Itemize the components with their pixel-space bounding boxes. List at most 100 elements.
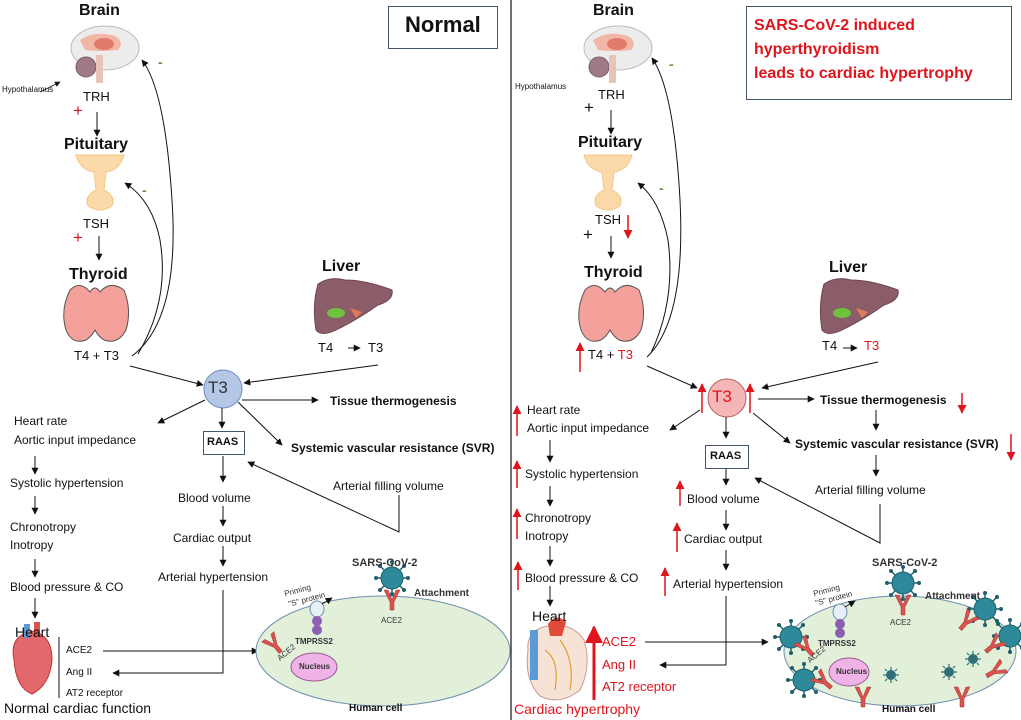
tsh-stimulation-sign: + bbox=[73, 228, 83, 247]
t4-text: T4 + bbox=[74, 348, 101, 363]
cardiac-output-label: Cardiac output bbox=[173, 531, 252, 545]
brain-illustration-covid bbox=[583, 25, 653, 83]
human-cell-label-covid: Human cell bbox=[882, 704, 936, 715]
nucleus-covid bbox=[828, 657, 870, 687]
heart-rate-label: Heart rate bbox=[14, 414, 68, 428]
cardiac-output-label-covid: Cardiac output bbox=[684, 532, 763, 546]
liver-t4-label-covid: T4 bbox=[822, 338, 838, 353]
t3-text: T3 bbox=[103, 348, 119, 363]
t4-text-covid: T4 + bbox=[588, 347, 615, 362]
human-cell-label: Human cell bbox=[349, 703, 403, 714]
covid-title: SARS-CoV-2 induced hyperthyroidism leads… bbox=[754, 14, 973, 86]
normal-outcome-label: Normal cardiac function bbox=[4, 700, 152, 716]
brain-feedback-negative: - bbox=[158, 54, 163, 70]
tissue-thermogenesis-label-covid: Tissue thermogenesis bbox=[820, 393, 947, 407]
nucleus-label: Nucleus bbox=[299, 662, 331, 671]
tsh-label-covid: TSH bbox=[595, 212, 621, 227]
at2-label-covid: AT2 receptor bbox=[602, 679, 677, 694]
heart-label-covid: Heart bbox=[532, 608, 567, 624]
blood-volume-label: Blood volume bbox=[178, 491, 251, 505]
blood-volume-label-covid: Blood volume bbox=[687, 492, 760, 506]
nucleus-label-covid: Nucleus bbox=[836, 667, 868, 676]
thyroid-output-label-covid: T4 + T3 bbox=[588, 347, 633, 362]
ang2-label: Ang II bbox=[66, 667, 93, 678]
thyroid-illustration bbox=[63, 285, 130, 342]
pituitary-label: Pituitary bbox=[64, 136, 129, 153]
covid-title-line-3: leads to cardiac hypertrophy bbox=[754, 65, 973, 82]
brain-label: Brain bbox=[79, 2, 120, 19]
t3-node-covid bbox=[707, 378, 747, 418]
heart-label: Heart bbox=[15, 624, 50, 640]
trh-stimulation-sign-covid: + bbox=[584, 98, 594, 117]
thyroid-label-covid: Thyroid bbox=[584, 264, 643, 281]
normal-panel-graphics bbox=[12, 25, 511, 707]
tmprss2-label: TMPRSS2 bbox=[295, 637, 333, 646]
brain-feedback-negative-covid: - bbox=[669, 56, 674, 72]
tmprss2-label-covid: TMPRSS2 bbox=[818, 639, 856, 648]
liver-t3-label: T3 bbox=[368, 340, 384, 355]
liver-illustration bbox=[313, 278, 393, 334]
ang2-label-covid: Ang II bbox=[602, 657, 636, 672]
covid-panel-graphics bbox=[512, 25, 1021, 708]
tsh-stimulation-sign-covid: + bbox=[583, 225, 593, 244]
thyroid-output-label: T4 + T3 bbox=[74, 348, 119, 363]
inotropy-label-covid: Inotropy bbox=[525, 529, 569, 543]
attachment-label-covid: Attachment bbox=[925, 591, 981, 602]
brain-illustration bbox=[70, 25, 140, 83]
ace2-top-label: ACE2 bbox=[381, 616, 402, 625]
covid-title-box bbox=[746, 6, 1012, 100]
ace2-top-label-covid: ACE2 bbox=[890, 618, 911, 627]
trh-label-covid: TRH bbox=[598, 87, 625, 102]
heart-illustration-covid bbox=[526, 617, 588, 701]
virus-label: SARS-CoV-2 bbox=[352, 557, 418, 569]
svr-label-covid: Systemic vascular resistance (SVR) bbox=[795, 437, 999, 451]
raas-label-covid: RAAS bbox=[710, 450, 742, 462]
chronotropy-label: Chronotropy bbox=[10, 520, 77, 534]
raas-label: RAAS bbox=[207, 436, 239, 448]
pituitary-label-covid: Pituitary bbox=[578, 134, 643, 151]
systolic-hypertension-label: Systolic hypertension bbox=[10, 476, 124, 490]
hypothalamus-label: Hypothalamus bbox=[2, 85, 54, 94]
liver-label-covid: Liver bbox=[829, 259, 868, 276]
t3-node-label: T3 bbox=[208, 378, 228, 397]
pituitary-illustration bbox=[75, 154, 125, 211]
normal-title: Normal bbox=[405, 12, 481, 37]
arterial-hypertension-label: Arterial hypertension bbox=[158, 570, 269, 584]
thyroid-illustration-covid bbox=[578, 285, 645, 342]
chronotropy-label-covid: Chronotropy bbox=[525, 511, 592, 525]
thyroid-label: Thyroid bbox=[69, 266, 128, 283]
t3-text-covid: T3 bbox=[617, 347, 633, 362]
covid-outcome-label: Cardiac hypertrophy bbox=[514, 701, 641, 717]
trh-label: TRH bbox=[83, 89, 110, 104]
heart-rate-label-covid: Heart rate bbox=[527, 403, 581, 417]
liver-t4-label: T4 bbox=[318, 340, 334, 355]
arterial-filling-label-covid: Arterial filling volume bbox=[815, 483, 926, 497]
arterial-hypertension-label-covid: Arterial hypertension bbox=[673, 577, 784, 591]
liver-illustration-covid bbox=[819, 278, 899, 334]
brain-label-covid: Brain bbox=[593, 2, 634, 19]
aortic-impedance-label: Aortic input impedance bbox=[14, 433, 137, 447]
aortic-impedance-label-covid: Aortic input impedance bbox=[527, 421, 650, 435]
attachment-label: Attachment bbox=[414, 588, 470, 599]
liver-t3-label-covid: T3 bbox=[864, 338, 880, 353]
nucleus-normal bbox=[290, 652, 338, 682]
ace2-label: ACE2 bbox=[66, 645, 93, 656]
bp-co-label: Blood pressure & CO bbox=[10, 580, 124, 594]
pituitary-illustration-covid bbox=[583, 154, 633, 211]
raas-box bbox=[203, 431, 245, 455]
pituitary-feedback-negative-covid: - bbox=[659, 180, 664, 196]
hypothalamus-label-covid: Hypothalamus bbox=[515, 82, 567, 91]
covid-title-line-1: SARS-CoV-2 induced bbox=[754, 17, 915, 34]
arterial-filling-label: Arterial filling volume bbox=[333, 479, 444, 493]
heart-illustration bbox=[12, 622, 53, 695]
raas-box-covid bbox=[705, 445, 749, 469]
t3-node-label-covid: T3 bbox=[712, 387, 732, 406]
inotropy-label: Inotropy bbox=[10, 538, 54, 552]
pituitary-feedback-negative: - bbox=[142, 182, 147, 198]
tsh-label: TSH bbox=[83, 216, 109, 231]
normal-title-box bbox=[388, 6, 498, 49]
virus-label-covid: SARS-CoV-2 bbox=[872, 557, 938, 569]
at2-label: AT2 receptor bbox=[66, 688, 124, 699]
bp-co-label-covid: Blood pressure & CO bbox=[525, 571, 639, 585]
